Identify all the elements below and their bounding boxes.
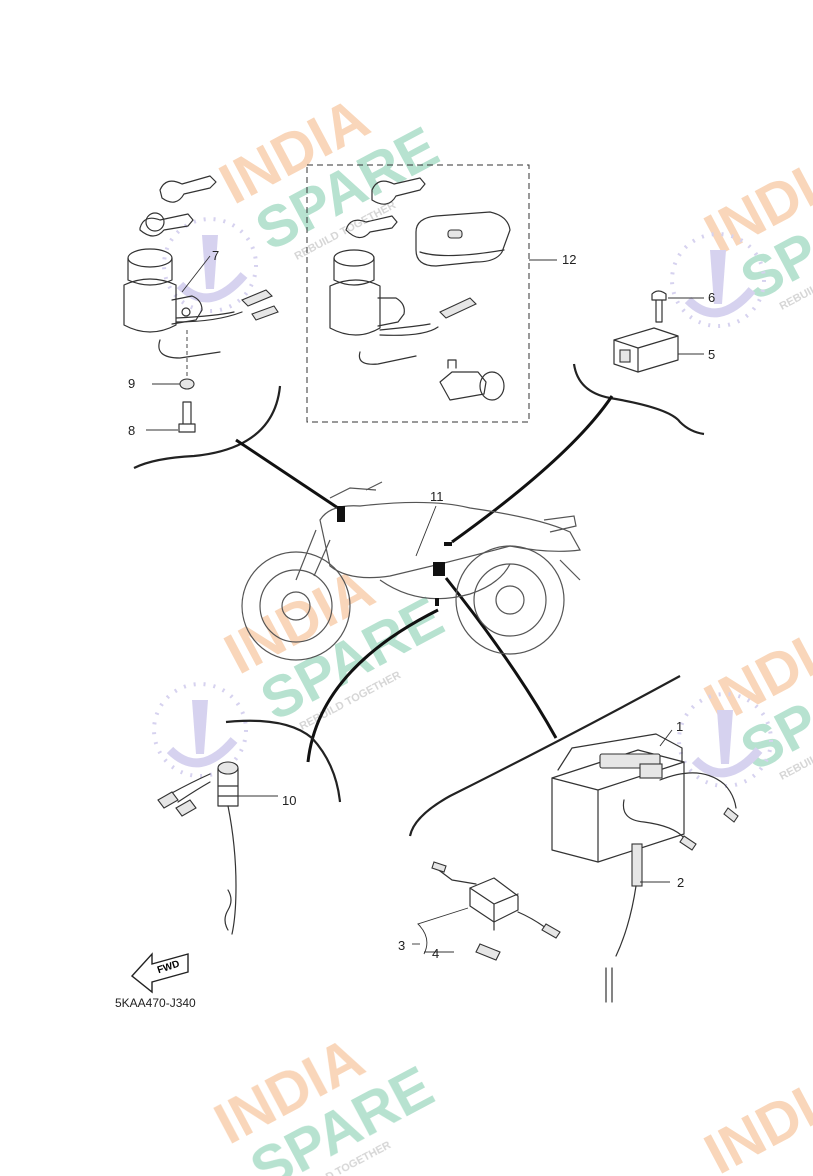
callout-9: 9 <box>128 376 135 391</box>
key-set-box <box>306 164 557 423</box>
watermark-6: INDIA <box>694 1055 813 1176</box>
callout-2: 2 <box>677 875 684 890</box>
callout-4: 4 <box>432 946 439 961</box>
watermark-logo-3 <box>152 682 248 778</box>
connector-line <box>444 577 558 739</box>
callout-6: 6 <box>708 290 715 305</box>
callout-11: 11 <box>430 489 444 504</box>
watermark-india: INDIA <box>694 1055 813 1176</box>
watermark-5: INDIA SPARE REBUILD TOGETHER <box>204 1025 443 1176</box>
bolt <box>178 401 196 433</box>
watermark-3: INDIA SPARE REBUILD TOGETHER <box>214 555 453 733</box>
neutral-switch-assembly <box>157 719 342 935</box>
callout-1: 1 <box>676 719 683 734</box>
watermark-group: INDIA SPARE REBUILD TOGETHER INDIA SPARE… <box>152 85 813 1176</box>
fuse-holder-assembly <box>412 861 561 961</box>
watermark-logo-1 <box>162 217 258 313</box>
connector-line <box>235 438 345 514</box>
screw <box>651 290 667 323</box>
callout-8: 8 <box>128 423 135 438</box>
motorcycle-outline <box>241 481 581 661</box>
ignition-switch-assembly <box>123 175 282 469</box>
battery-assembly <box>408 675 739 1003</box>
connector-line <box>451 395 614 544</box>
fwd-arrow-icon: FWD <box>130 952 189 994</box>
washer <box>179 378 195 390</box>
watermark-1: INDIA SPARE REBUILD TOGETHER <box>209 85 448 263</box>
callout-5: 5 <box>708 347 715 362</box>
callout-7: 7 <box>212 248 219 263</box>
watermark-4: INDIA SPARE REBUILD TOGETHER <box>694 605 813 783</box>
watermark-logo-2 <box>670 232 766 328</box>
callout-12: 12 <box>562 252 576 267</box>
relay-assembly <box>572 290 705 436</box>
watermark-logo-4 <box>677 692 773 788</box>
callout-3: 3 <box>398 938 405 953</box>
callout-10: 10 <box>282 793 296 808</box>
connector-line <box>306 608 439 763</box>
diagram-code: 5KAA470-J340 <box>115 996 196 1010</box>
